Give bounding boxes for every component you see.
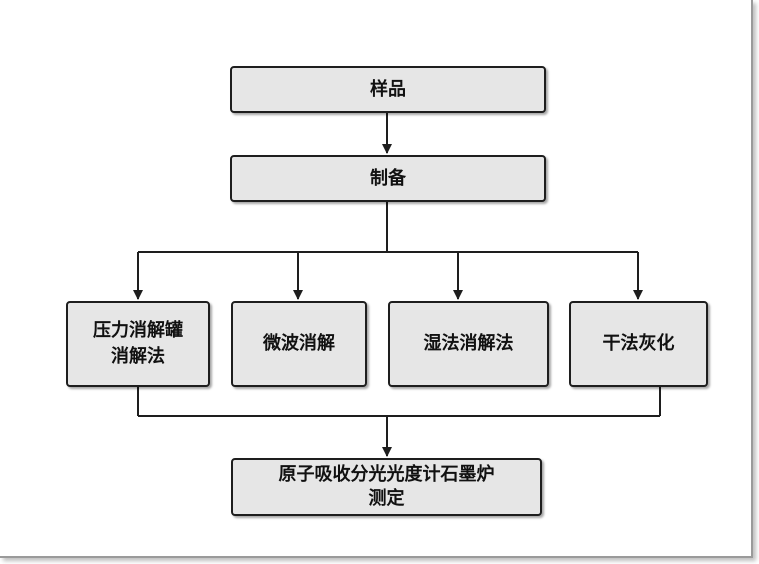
method-label: 干法灰化 bbox=[602, 333, 675, 354]
prep-label: 制备 bbox=[370, 167, 406, 189]
method-label: 微波消解 bbox=[263, 333, 335, 354]
method-box-dry-ashing: 干法灰化 bbox=[569, 301, 708, 387]
method-box-wet-digestion: 湿法消解法 bbox=[388, 301, 549, 387]
method-label-line1: 压力消解罐 bbox=[93, 320, 183, 341]
final-label-line2: 测定 bbox=[368, 488, 405, 509]
final-label-line1: 原子吸收分光光度计石墨炉 bbox=[278, 464, 495, 485]
method-label: 湿法消解法 bbox=[423, 333, 514, 354]
prep-box: 制备 bbox=[230, 155, 546, 202]
method-box-microwave-digestion: 微波消解 bbox=[231, 301, 367, 387]
method-box-pressure-digestion: 压力消解罐 消解法 bbox=[66, 301, 210, 387]
final-box-aas-graphite-furnace: 原子吸收分光光度计石墨炉 测定 bbox=[231, 458, 542, 516]
method-label-line2: 消解法 bbox=[111, 346, 165, 367]
sample-box: 样品 bbox=[230, 66, 546, 113]
sample-label: 样品 bbox=[370, 78, 406, 100]
